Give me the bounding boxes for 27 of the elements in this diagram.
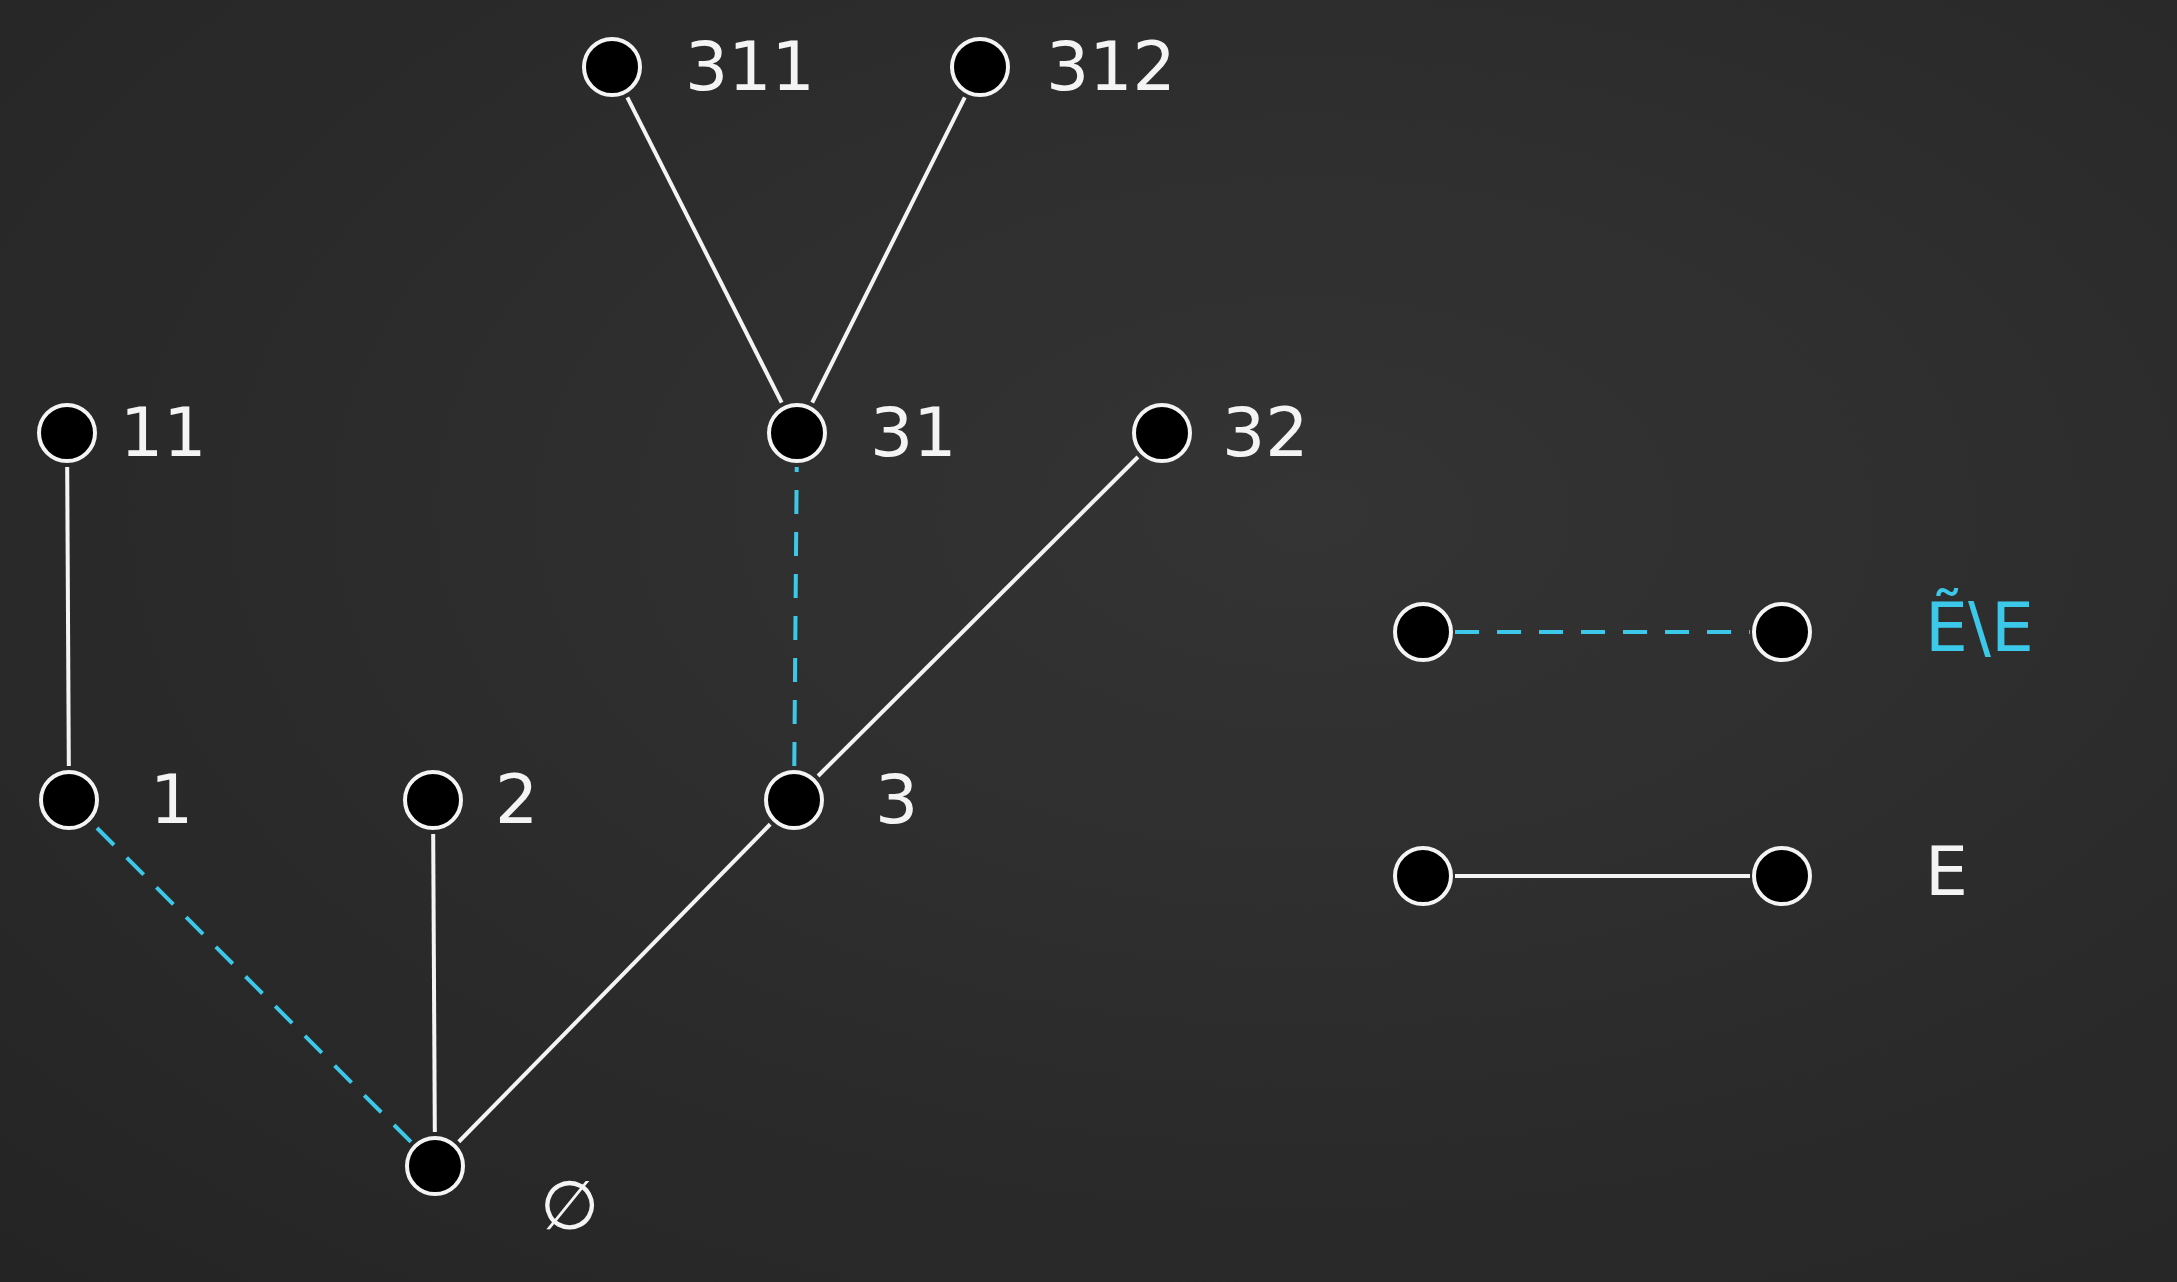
circle-node [950,37,1010,97]
legend-label: Ẽ\E [1925,588,2034,668]
circle-node [405,1136,465,1196]
node-label: ∅ [540,1166,600,1246]
circle-node [767,403,827,463]
edge-line [810,96,967,404]
edge-line [431,834,437,1132]
edge-line [65,467,71,766]
node-label: 2 [495,760,539,840]
circle-node [39,770,99,830]
dashed-edge [792,467,799,766]
legend-label: E [1925,832,1968,912]
node-label: 311 [685,27,815,107]
edge-line [457,822,772,1144]
node-label: 3 [875,760,919,840]
edge-line [625,96,784,404]
circle-node [37,403,97,463]
circle-node [582,37,642,97]
circle-node [1132,403,1192,463]
node-label: 32 [1222,393,1309,473]
node-label: 312 [1046,27,1176,107]
circle-node [764,770,824,830]
node-label: 11 [120,393,207,473]
circle-node [403,770,463,830]
node-label: 31 [870,393,957,473]
edge-line [816,455,1140,778]
node-label: 1 [150,760,194,840]
